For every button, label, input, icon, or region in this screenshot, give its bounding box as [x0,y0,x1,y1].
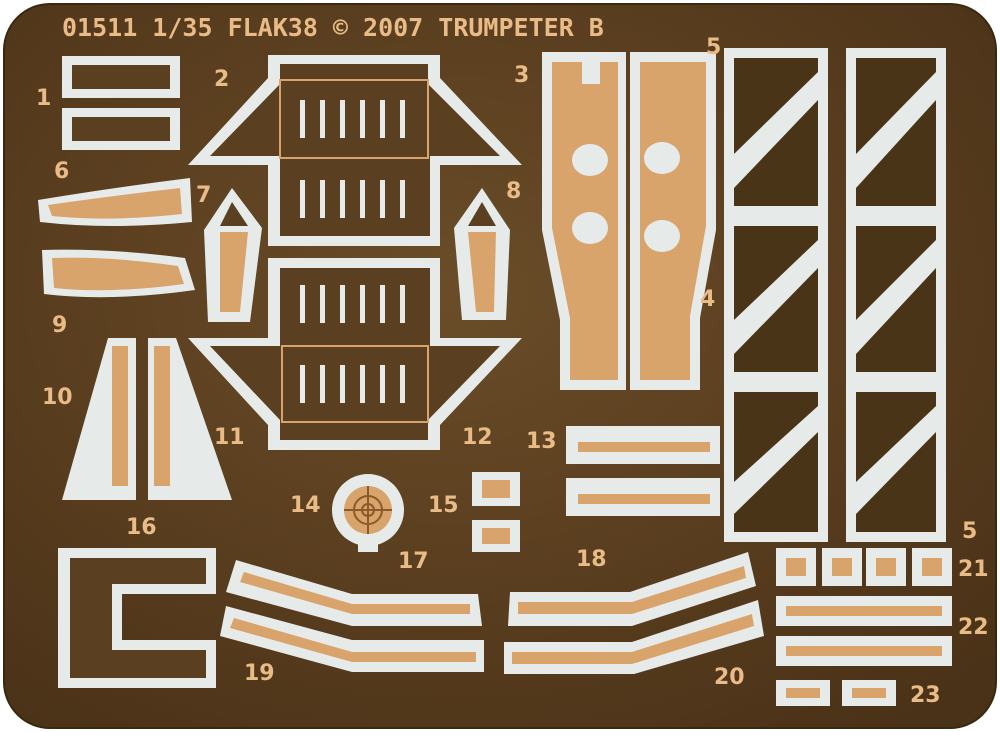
label-3: 3 [514,63,529,88]
part-12 [188,258,522,450]
part-20 [504,552,764,674]
part-21 [776,548,952,586]
part-22 [776,596,952,666]
part-7 [204,188,262,322]
part-3 [542,52,626,390]
part-11 [148,338,232,500]
part-4 [630,52,716,390]
label-11: 11 [214,425,245,450]
fret-title: 01511 1/35 FLAK38 © 2007 TRUMPETER B [62,13,604,42]
label-1: 1 [36,86,51,111]
label-7: 7 [196,183,211,208]
part-23 [776,680,896,706]
part-8 [454,188,510,320]
label-8: 8 [506,179,521,204]
part-14-reticle [332,474,404,552]
label-12: 12 [462,425,493,450]
part-1 [62,56,180,150]
label-5-top: 5 [706,35,721,60]
label-4: 4 [700,287,715,312]
label-14: 14 [290,493,321,518]
label-21: 21 [958,557,989,582]
part-2 [188,55,522,246]
label-2: 2 [214,67,229,92]
part-9 [42,249,195,298]
label-13: 13 [526,429,557,454]
part-10 [62,338,136,500]
label-20: 20 [714,665,745,690]
label-18: 18 [576,547,607,572]
label-5-bottom: 5 [962,519,977,544]
label-23: 23 [910,683,941,708]
label-15: 15 [428,493,459,518]
part-13 [566,426,720,516]
label-17: 17 [398,549,429,574]
label-19: 19 [244,661,275,686]
part-labels: 1 2 3 4 5 5 6 7 8 9 10 11 12 13 14 15 16… [36,35,989,708]
label-6: 6 [54,159,69,184]
label-10: 10 [42,385,73,410]
part-15 [472,472,520,552]
label-9: 9 [52,313,67,338]
part-6 [38,178,192,226]
part-5-frames [724,48,946,542]
part-16 [58,548,216,688]
part-19 [220,560,484,672]
label-22: 22 [958,615,989,640]
label-16: 16 [126,515,157,540]
